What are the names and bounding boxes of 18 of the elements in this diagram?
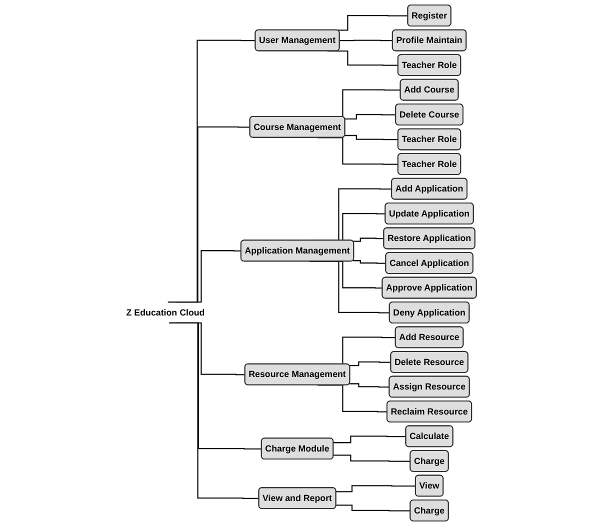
connector	[333, 436, 406, 444]
connector	[349, 383, 390, 388]
connector	[344, 114, 396, 120]
connector	[344, 134, 398, 140]
connector	[168, 40, 256, 303]
connector	[176, 250, 242, 303]
connector	[336, 504, 410, 512]
connector	[352, 238, 384, 242]
connector	[333, 454, 410, 462]
connector	[349, 361, 391, 366]
connector	[318, 137, 398, 165]
connector	[327, 50, 398, 66]
connector	[168, 322, 260, 499]
connector	[352, 260, 386, 264]
node-text: Z Education Cloud	[126, 307, 205, 318]
connector	[168, 126, 250, 303]
connector	[336, 485, 416, 492]
connector	[340, 40, 393, 42]
